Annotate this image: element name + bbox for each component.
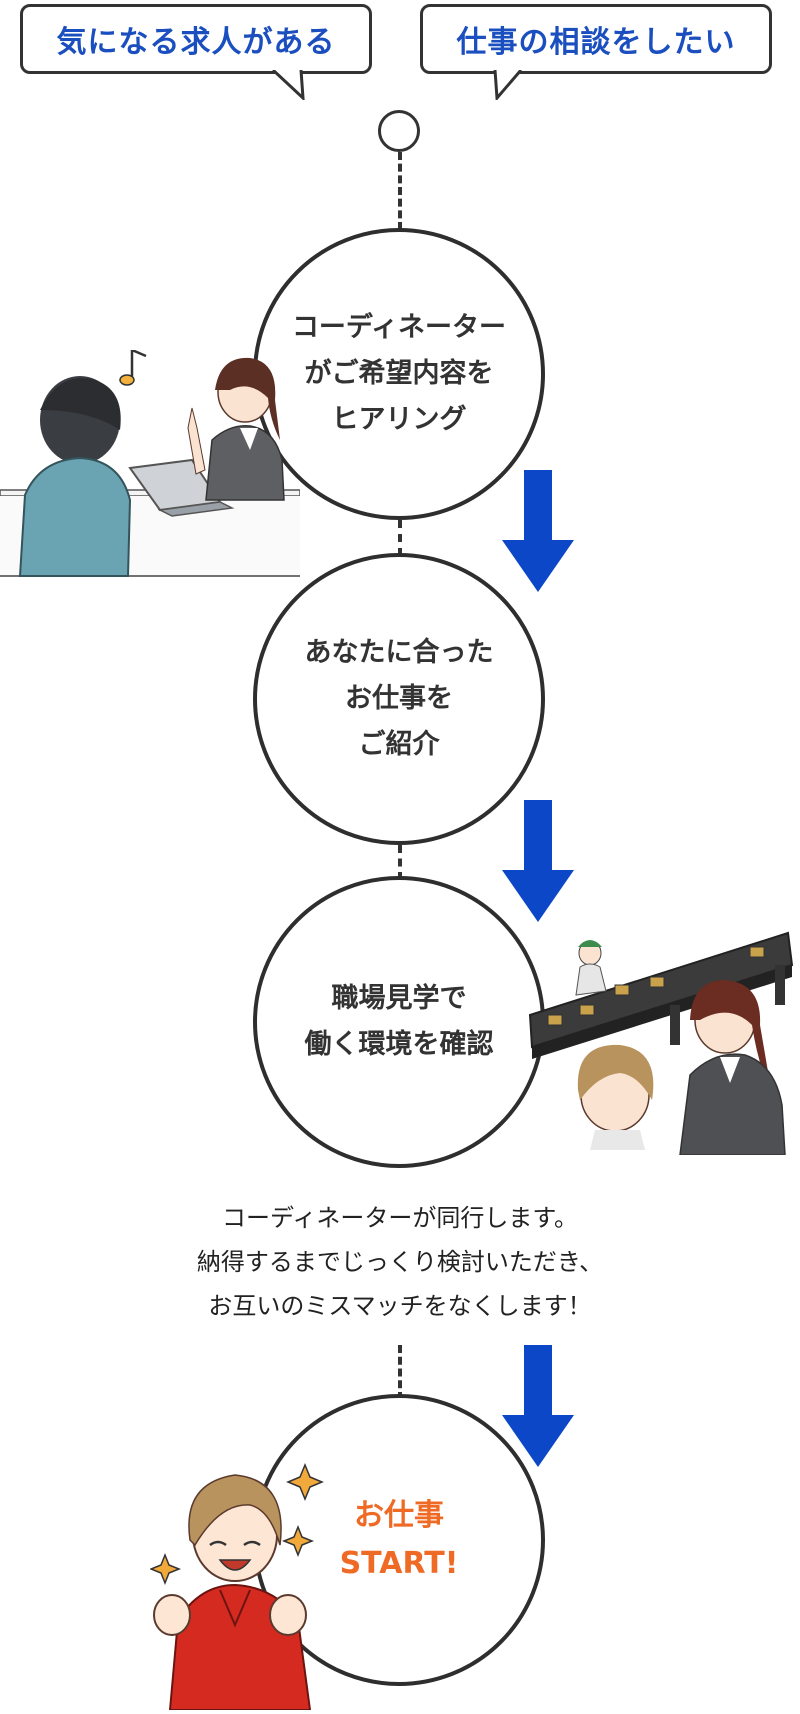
flow-dash-line xyxy=(398,152,402,230)
coordinator-note: コーディネーターが同行します。 納得するまでじっくり検討いただき、 お互いのミス… xyxy=(100,1196,700,1328)
flow-dash-line xyxy=(398,520,402,556)
bubble-tail xyxy=(271,70,305,100)
sparkle-icon xyxy=(281,1524,315,1558)
note-line: コーディネーターが同行します。 xyxy=(222,1204,578,1232)
consultation-illustration xyxy=(0,350,300,577)
down-arrow-icon xyxy=(502,470,574,592)
sparkle-icon xyxy=(286,1463,324,1501)
speech-bubble-job-interest[interactable]: 気になる求人がある xyxy=(20,4,372,100)
step-hearing-circle: コーディネーター がご希望内容を ヒアリング xyxy=(253,228,545,520)
flow-dash-line xyxy=(398,1345,402,1400)
note-line: 納得するまでじっくり検討いただき、 xyxy=(196,1248,604,1276)
step-line: 働く環境を確認 xyxy=(304,1029,494,1060)
step-line: ご紹介 xyxy=(358,729,440,760)
sparkle-icon xyxy=(150,1552,182,1586)
bubble-label: 気になる求人がある xyxy=(56,25,336,60)
cheering-man-illustration xyxy=(150,1463,324,1710)
note-line: お互いのミスマッチをなくします！ xyxy=(208,1292,592,1320)
step-line: あなたに合った xyxy=(304,637,494,668)
flow-dash-line xyxy=(398,845,402,880)
flow-start-node xyxy=(378,110,420,152)
step-line: ヒアリング xyxy=(331,404,467,435)
music-note-icon xyxy=(119,350,147,386)
step-line: コーディネーター xyxy=(291,312,507,343)
bubble-tail xyxy=(493,70,523,100)
step-line: START! xyxy=(339,1546,459,1581)
step-line: 職場見学で xyxy=(331,983,467,1014)
down-arrow-icon xyxy=(502,1345,574,1467)
speech-bubble-consult[interactable]: 仕事の相談をしたい xyxy=(420,4,772,100)
step-workplace-tour-circle: 職場見学で 働く環境を確認 xyxy=(253,876,545,1168)
step-introduce-circle: あなたに合った お仕事を ご紹介 xyxy=(253,553,545,845)
factory-tour-illustration xyxy=(528,931,794,1155)
step-line: お仕事を xyxy=(345,683,453,714)
down-arrow-icon xyxy=(502,800,574,922)
step-line: がご希望内容を xyxy=(304,358,494,389)
bubble-label: 仕事の相談をしたい xyxy=(456,25,736,60)
step-line: お仕事 xyxy=(354,1498,444,1533)
